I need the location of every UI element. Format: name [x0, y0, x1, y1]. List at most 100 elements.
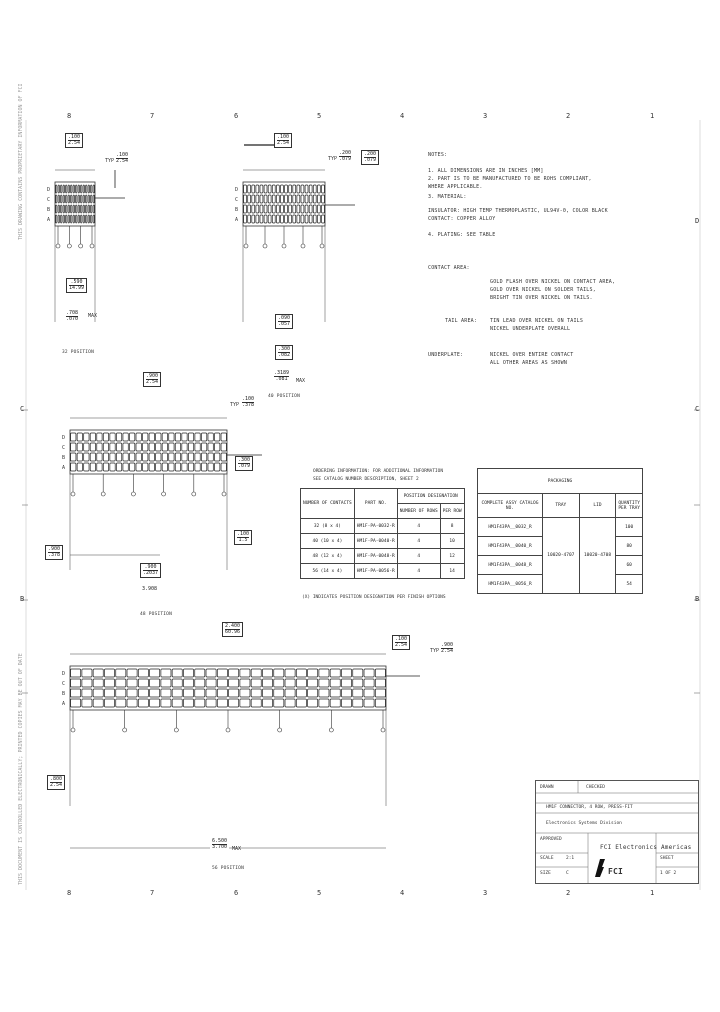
contact-cell — [55, 214, 58, 224]
contact-cell — [85, 204, 88, 214]
note-line: BRIGHT TIN OVER NICKEL ON TAILS. — [490, 295, 593, 301]
post-tip — [281, 243, 287, 249]
contact-cell — [80, 204, 83, 214]
contact-cell — [70, 698, 82, 708]
contact-cell — [308, 194, 313, 204]
contact-cell — [102, 442, 110, 452]
contact-cell — [122, 462, 129, 472]
contact-cell — [250, 698, 262, 708]
contact-cell — [129, 452, 136, 462]
contact-cell — [65, 204, 68, 214]
contact-cell — [259, 184, 264, 194]
contact-cell — [87, 194, 90, 204]
post-tip — [78, 243, 83, 249]
contact-cell — [85, 214, 88, 224]
contact-cell — [308, 214, 313, 224]
contact-cell — [251, 194, 256, 204]
contact-cell — [363, 678, 375, 688]
contact-cell — [104, 668, 115, 678]
note-line: GOLD FLASH OVER NICKEL ON CONTACT AREA, — [490, 279, 616, 285]
contact-cell — [341, 678, 352, 688]
dim-box: .300.082 — [275, 345, 294, 360]
connector-body — [54, 181, 96, 227]
contact-cell — [247, 204, 251, 214]
contact-cell — [129, 462, 136, 472]
grid-number: 2 — [566, 112, 571, 120]
note-line: CONTACT: COPPER ALLOY — [428, 216, 496, 222]
dim-box: 3.908 — [140, 586, 160, 593]
max-label: MAX — [296, 378, 306, 384]
contact-cell — [96, 462, 103, 472]
contact-cell — [160, 678, 172, 688]
contact-cell — [160, 668, 172, 678]
contact-cell — [284, 204, 288, 214]
contact-cell — [81, 688, 93, 698]
contact-cell — [205, 668, 217, 678]
notes-header: NOTES: — [428, 152, 448, 158]
row-letter: B — [62, 691, 65, 697]
contact-cell — [284, 698, 296, 708]
contact-cell — [60, 214, 63, 224]
contact-cell — [205, 678, 217, 688]
dim-box: .100.378 — [240, 396, 257, 409]
contact-cell — [271, 204, 276, 214]
contact-cell — [259, 214, 264, 224]
typ-label: TYP — [230, 402, 240, 408]
contact-cell — [228, 678, 240, 688]
post-tip — [161, 491, 166, 497]
contact-cell — [307, 678, 319, 688]
contact-cell — [255, 204, 260, 214]
contact-cell — [312, 214, 317, 224]
contact-cell — [67, 184, 70, 194]
grid-letter: C — [20, 405, 25, 413]
contact-cell — [280, 194, 284, 204]
contact-cell — [142, 432, 149, 442]
contact-cell — [276, 204, 280, 214]
contact-cell — [194, 678, 206, 688]
contact-cell — [181, 432, 188, 442]
contact-cell — [126, 698, 138, 708]
contact-cell — [104, 688, 115, 698]
contact-cell — [363, 688, 375, 698]
contact-cell — [247, 184, 251, 194]
contact-cell — [149, 678, 161, 688]
contact-cell — [135, 432, 142, 442]
contact-cell — [96, 432, 103, 442]
contact-cell — [308, 204, 313, 214]
contact-cell — [243, 184, 247, 194]
contact-cell — [60, 184, 63, 194]
contact-cell — [207, 452, 214, 462]
contact-cell — [70, 432, 77, 442]
row-letter: A — [62, 701, 65, 707]
contact-cell — [228, 698, 240, 708]
contact-cell — [276, 214, 280, 224]
contact-cell — [317, 194, 321, 204]
contact-cell — [250, 668, 262, 678]
note-line: 3. MATERIAL: — [428, 194, 467, 200]
contact-cell — [216, 698, 228, 708]
contact-cell — [280, 184, 284, 194]
contact-cell — [102, 462, 110, 472]
grid-number: 2 — [566, 889, 571, 897]
contact-cell — [363, 698, 375, 708]
contact-cell — [70, 214, 73, 224]
bom-subheader: NUMBER OF ROWS — [396, 503, 441, 519]
contact-cell — [276, 184, 280, 194]
contact-cell — [284, 678, 296, 688]
dim-box: .708.070 — [64, 310, 81, 323]
contact-cell — [135, 442, 142, 452]
contact-cell — [214, 462, 221, 472]
note-line: GOLD OVER NICKEL ON SOLDER TAILS, — [490, 287, 596, 293]
contact-cell — [137, 688, 149, 698]
contact-cell — [102, 432, 110, 442]
contact-cell — [85, 184, 88, 194]
company-name: FCI Electronics Americas — [600, 844, 692, 851]
contact-cell — [216, 688, 228, 698]
contact-cell — [62, 184, 65, 194]
contact-cell — [168, 462, 175, 472]
contact-cell — [70, 204, 73, 214]
contact-cell — [214, 432, 221, 442]
contact-cell — [149, 688, 161, 698]
